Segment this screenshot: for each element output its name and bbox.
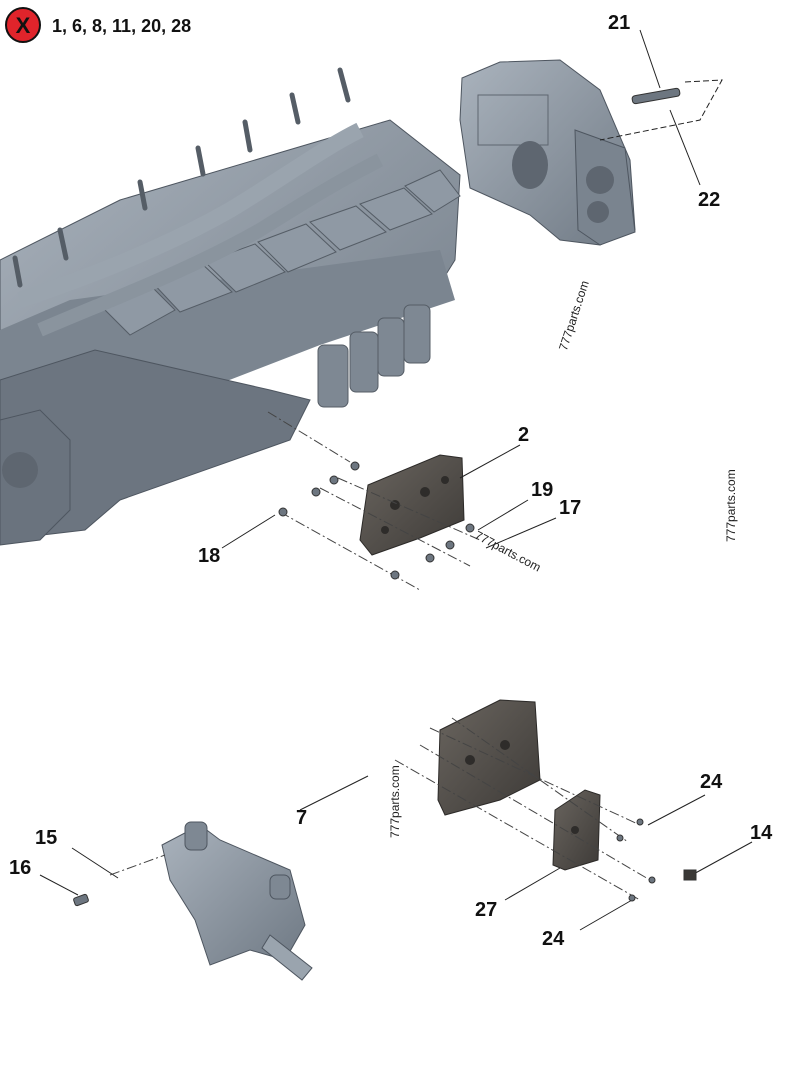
callout-15: 15 [35, 827, 58, 849]
callout-14: 14 [750, 822, 773, 844]
callout-27: 27 [475, 899, 498, 921]
callout-24-lower: 24 [542, 928, 565, 950]
callout-7: 7 [296, 807, 308, 829]
excluded-items-list: 1, 6, 8, 11, 20, 28 [52, 16, 192, 36]
part-plate-assembly [437, 699, 601, 871]
callout-18: 18 [198, 545, 221, 567]
callout-16: 16 [9, 857, 32, 879]
watermark: 777parts.com [724, 469, 738, 542]
watermark: 777parts.com [388, 765, 402, 838]
dash-lines [109, 411, 651, 901]
excluded-symbol: X [16, 13, 31, 38]
callout-21: 21 [608, 12, 631, 34]
callout-17: 17 [559, 497, 582, 519]
flywheel-housing [459, 59, 636, 246]
fasteners [73, 87, 697, 907]
excluded-items-icon: X [5, 7, 41, 43]
part-water-housing [161, 821, 313, 981]
callout-2: 2 [518, 424, 530, 446]
part-plate-2 [359, 454, 465, 556]
callout-22: 22 [698, 189, 721, 211]
leader-lines [39, 29, 753, 931]
callout-19: 19 [531, 479, 554, 501]
engine-block [0, 67, 461, 546]
callout-24-upper: 24 [700, 771, 723, 793]
